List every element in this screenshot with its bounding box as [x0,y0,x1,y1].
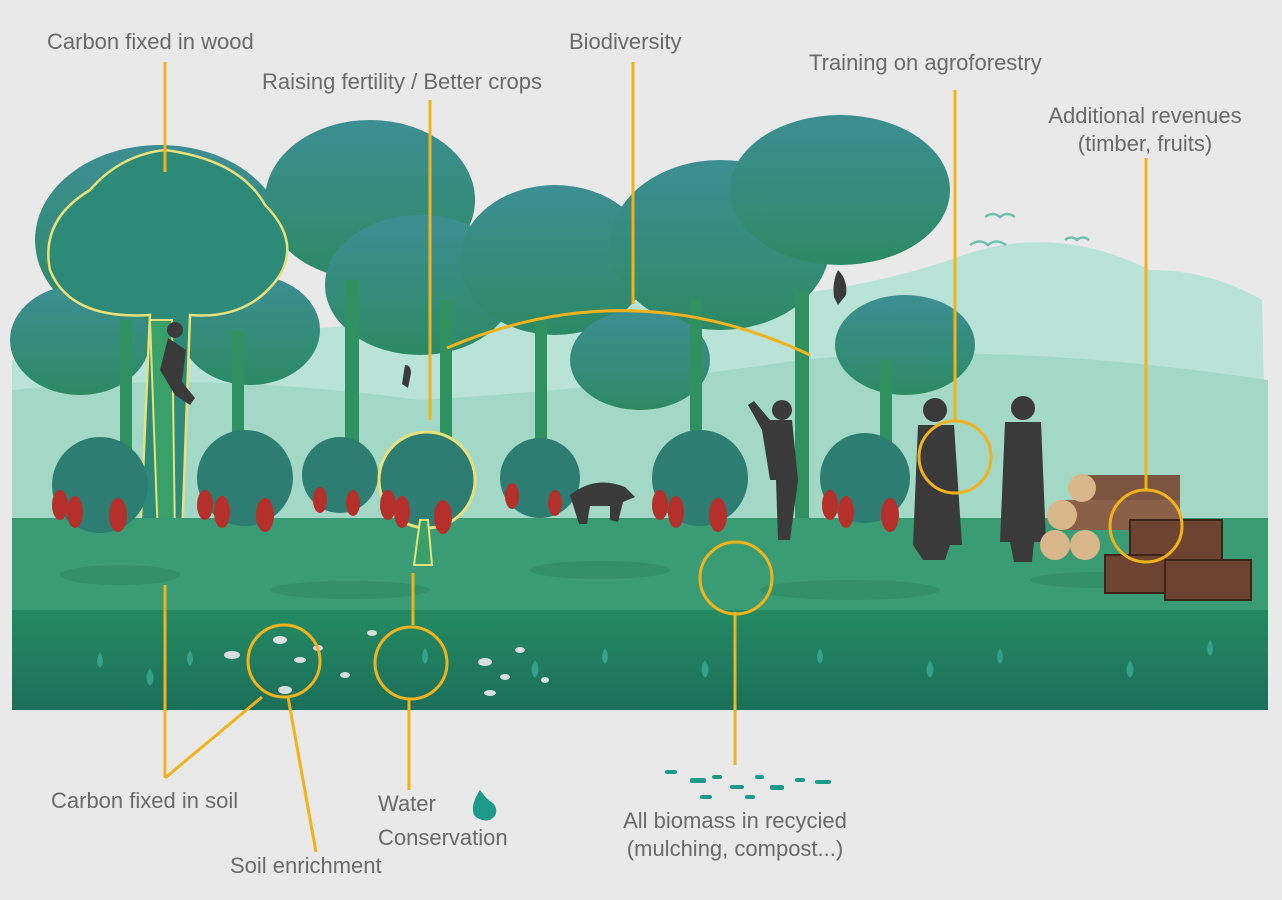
label-carbon-fixed-in-wood: Carbon fixed in wood [47,28,254,56]
label-water-line1: Water [378,790,436,818]
label-biomass-line1: All biomass in recycied [610,807,860,835]
label-additional-revenues: Additional revenues (timber, fruits) [1025,102,1265,158]
flying-birds [970,214,1089,245]
water-drop-icon [473,790,496,820]
label-biomass-recycled: All biomass in recycied (mulching, compo… [610,807,860,863]
label-soil-enrichment: Soil enrichment [230,852,382,880]
label-training: Training on agroforestry [809,49,1042,77]
label-biomass-line2: (mulching, compost...) [610,835,860,863]
label-raising-fertility: Raising fertility / Better crops [262,68,542,96]
biomass-scraps [665,770,831,799]
soil [12,610,1268,710]
label-additional-revenues-line1: Additional revenues [1025,102,1265,130]
label-additional-revenues-line2: (timber, fruits) [1025,130,1265,158]
label-biodiversity: Biodiversity [569,28,681,56]
label-water-line2: Conservation [378,824,508,852]
label-carbon-fixed-in-soil: Carbon fixed in soil [51,787,238,815]
